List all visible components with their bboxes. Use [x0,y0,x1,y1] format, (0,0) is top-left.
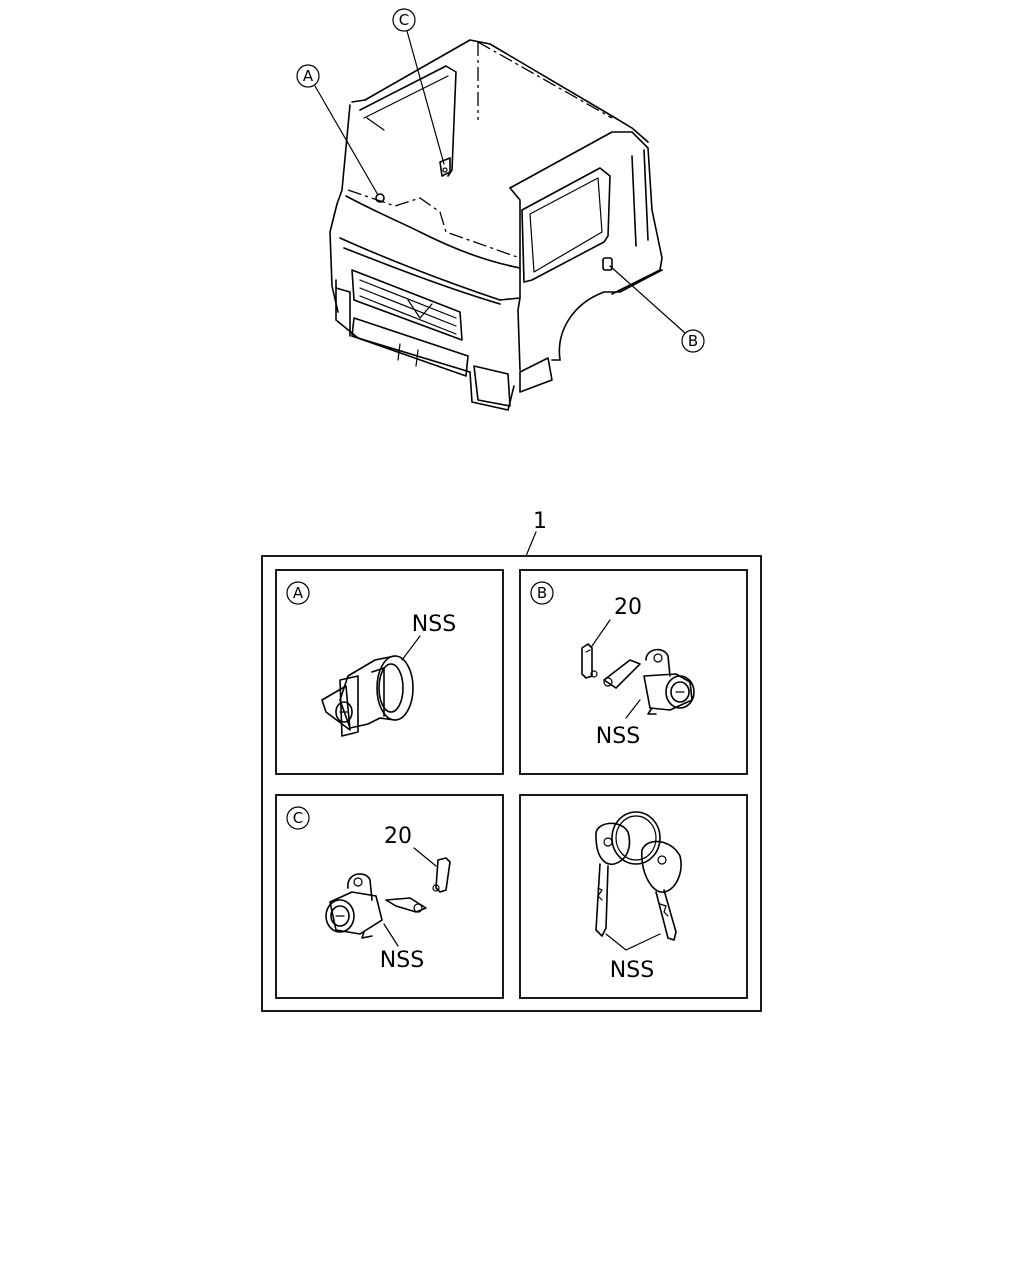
panel-c-letter: C [293,809,303,827]
panel-c: C 20 NSS [275,794,504,999]
panel-c-nss-label: NSS [380,948,424,973]
panel-a: A NSS [275,569,504,775]
panel-a-letter: A [293,584,304,602]
callout-c: C [392,8,445,165]
panel-c-part-20-label: 20 [384,824,412,849]
panel-b-nss-label: NSS [596,724,640,749]
svg-text:B: B [688,332,698,350]
panel-a-nss-label: NSS [412,612,456,637]
svg-text:C: C [399,11,409,29]
panel-keys-nss-label: NSS [610,958,654,983]
kit-number: 1 [525,509,547,557]
svg-text:A: A [303,67,314,85]
door-lock-cylinder-icon [321,655,414,737]
panel-keys: NSS [519,794,748,999]
svg-text:1: 1 [533,509,547,534]
truck-cab-illustration [329,39,663,411]
callout-b: B [609,265,705,353]
callout-a: A [296,64,379,196]
key-ring-icon [595,811,682,941]
side-lock-with-lever-icon [581,643,695,715]
panel-b: B 20 NSS [519,569,748,775]
panel-b-letter: B [537,584,547,602]
panel-b-part-20-label: 20 [614,595,642,620]
side-lock-with-lever-icon [325,857,451,939]
